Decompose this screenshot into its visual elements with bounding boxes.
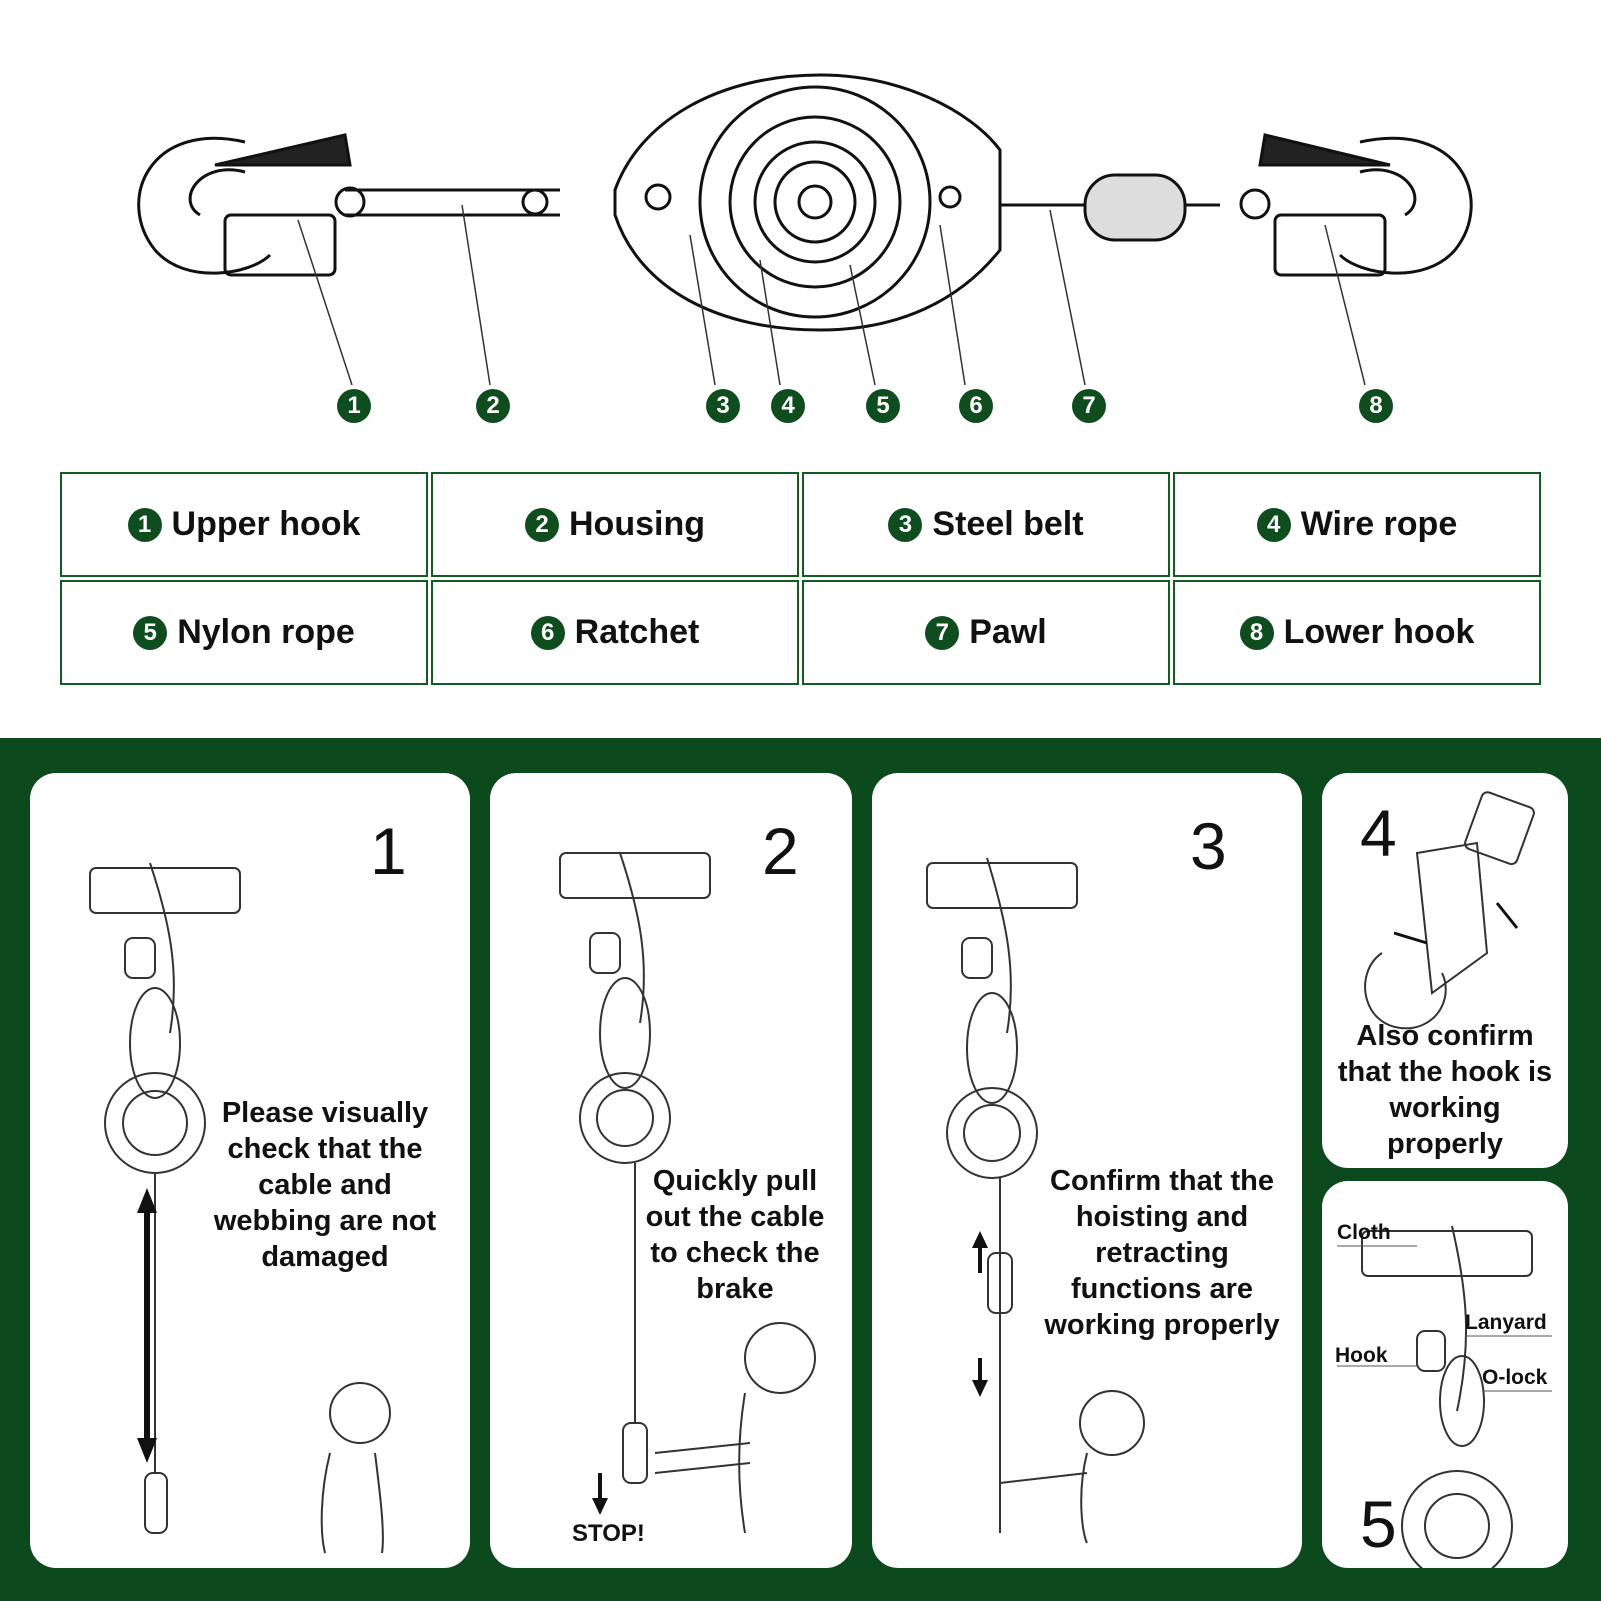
device-schematic: 1 2 3 4 5 6 7 8 xyxy=(0,0,1601,440)
step-card-1: 1 Please visually check that the cable a… xyxy=(30,773,470,1568)
olock-label: O-lock xyxy=(1482,1366,1548,1389)
step-number: 1 xyxy=(370,814,407,888)
legend-item-pawl: 7 Pawl xyxy=(802,580,1170,685)
part-marker-3: 3 xyxy=(706,389,740,423)
legend-item-ratchet: 6 Ratchet xyxy=(431,580,799,685)
legend-label: Nylon rope xyxy=(177,613,355,651)
step-4-illustration xyxy=(1364,791,1535,1030)
legend-badge: 2 xyxy=(525,507,559,542)
schematic-drawing xyxy=(137,73,1473,386)
cloth-label: Cloth xyxy=(1337,1221,1391,1244)
legend-label: Steel belt xyxy=(932,505,1084,543)
housing-outline xyxy=(613,73,1002,332)
part-marker-7: 7 xyxy=(1072,389,1106,423)
part-marker-1: 1 xyxy=(337,389,371,423)
left-hook-outline xyxy=(137,136,272,275)
inspection-steps-panel: 1 Please visually check that the cable a… xyxy=(0,738,1601,1601)
parts-legend: 1 Upper hook 2 Housing 3 Steel belt 4 Wire r… xyxy=(60,472,1541,686)
lanyard-label: Lanyard xyxy=(1465,1311,1547,1334)
legend-label: Housing xyxy=(569,505,705,543)
step-instruction: Also confirm that the hook is working pr… xyxy=(1337,1020,1553,1160)
step-card-2: 2 Quickly pull out the cable to check th… xyxy=(490,773,852,1568)
step-2-illustration xyxy=(559,852,816,1534)
legend-label: Pawl xyxy=(969,613,1047,651)
legend-label: Lower hook xyxy=(1283,613,1475,651)
part-marker-6: 6 xyxy=(959,389,993,423)
part-marker-2: 2 xyxy=(476,389,510,423)
legend-item-housing: 2 Housing xyxy=(431,472,799,577)
part-marker-4: 4 xyxy=(771,389,805,423)
legend-badge: 1 xyxy=(127,507,162,542)
step-5-illustration xyxy=(1337,1225,1552,1568)
step-number: 5 xyxy=(1360,1487,1397,1561)
step-number: 3 xyxy=(1190,809,1227,883)
part-marker-5: 5 xyxy=(866,389,900,423)
legend-badge: 8 xyxy=(1239,615,1274,650)
legend-item-nylon-rope: 5 Nylon rope xyxy=(60,580,428,685)
step-3-illustration xyxy=(926,857,1145,1544)
step-instruction: Quickly pull out the cable to check the … xyxy=(645,1165,825,1305)
legend-badge: 7 xyxy=(925,615,960,650)
step-instruction: Please visually check that the cable and… xyxy=(213,1097,437,1273)
hook-label: Hook xyxy=(1335,1344,1388,1367)
legend-label: Wire rope xyxy=(1300,505,1458,543)
legend-badge: 5 xyxy=(133,615,168,650)
legend-item-wire-rope: 4 Wire rope xyxy=(1173,472,1541,577)
legend-item-steel-belt: 3 Steel belt xyxy=(802,472,1170,577)
step-card-4: 4 Also confirm that the hook is working … xyxy=(1322,773,1568,1168)
legend-badge: 4 xyxy=(1256,507,1291,542)
step-1-illustration xyxy=(89,862,391,1554)
step-instruction: Confirm that the hoisting and retracting… xyxy=(1044,1165,1280,1341)
legend-label: Upper hook xyxy=(171,505,361,543)
step-card-3: 3 Confirm that the hoisting and retracti… xyxy=(872,773,1302,1568)
legend-badge: 6 xyxy=(530,615,565,650)
legend-item-upper-hook: 1 Upper hook xyxy=(60,472,428,577)
step-number: 4 xyxy=(1360,796,1397,870)
legend-label: Ratchet xyxy=(574,613,700,651)
legend-item-lower-hook: 8 Lower hook xyxy=(1173,580,1541,685)
legend-badge: 3 xyxy=(888,507,923,542)
step-card-5: Cloth Lanyard Hook O-lock 5 xyxy=(1322,1181,1568,1568)
stop-label: STOP! xyxy=(572,1520,645,1547)
part-marker-8: 8 xyxy=(1359,389,1393,423)
step-number: 2 xyxy=(762,814,799,888)
